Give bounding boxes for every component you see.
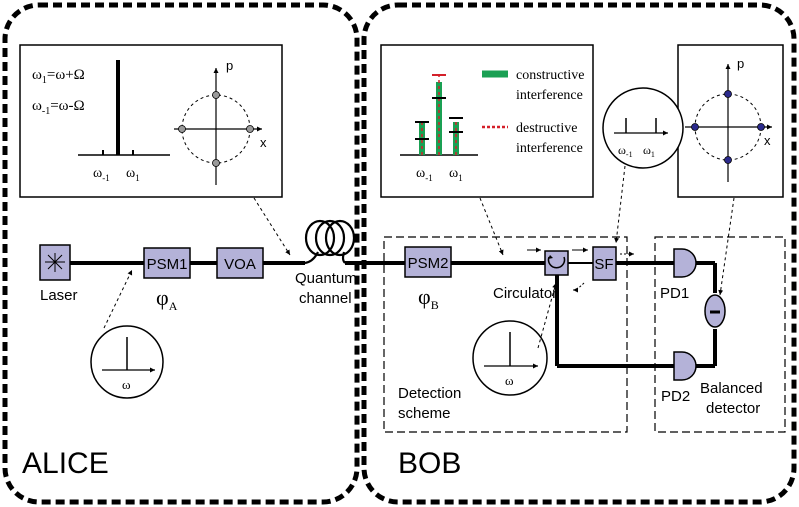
balanced-label-2: detector <box>706 400 760 417</box>
voa-label: VOA <box>224 256 256 273</box>
channel-label-2: channel <box>299 290 352 307</box>
sf-tick-right: ω1 <box>643 143 655 159</box>
alice-tick-right: ω1 <box>126 166 140 183</box>
bob-tick-left: ω-1 <box>416 166 433 183</box>
bob-inset: ω-1 ω1 constructive interference destruc… <box>380 44 594 198</box>
psm1-label: PSM1 <box>147 256 188 273</box>
psm2-label: PSM2 <box>408 255 449 272</box>
alice-title: ALICE <box>22 447 109 480</box>
detection-label-2: scheme <box>398 405 451 422</box>
bob-tick-right: ω1 <box>449 166 463 183</box>
alice-point-bottom <box>212 159 220 167</box>
psm1-component: PSM1 φA <box>143 247 191 313</box>
circulator-arrow-icon <box>547 256 566 269</box>
legend-constructive-2: interference <box>516 88 583 103</box>
bob-phase-inset: p x <box>677 44 784 198</box>
pd1-detector: PD1 <box>660 248 697 302</box>
alice-inset: ω1=ω+Ω ω-1=ω-Ω ω-1 ω1 p x <box>19 44 283 198</box>
alice-spectrum-omega: ω <box>122 377 131 392</box>
alice-eq2: ω-1=ω-Ω <box>32 98 85 117</box>
circulator-component: Circulator <box>493 247 588 302</box>
laser-source: Laser <box>39 244 78 304</box>
bob-title: BOB <box>398 447 461 480</box>
phi-a-label: φA <box>156 285 178 313</box>
bob-panel: BOB ω-1 ω1 constructive interfer <box>361 2 797 505</box>
optical-path: Quantum channel <box>70 219 717 368</box>
alice-spectrum-circle: ω <box>90 325 164 399</box>
detection-scheme-box <box>383 236 628 433</box>
laser-starburst-icon <box>45 253 65 272</box>
balanced-label-1: Balanced <box>700 380 763 397</box>
alice-point-right <box>246 125 254 133</box>
alice-point-top <box>212 91 220 99</box>
psm2-component: PSM2 φB <box>404 246 452 312</box>
bob-spectrum-omega: ω <box>505 373 514 388</box>
laser-label: Laser <box>40 287 78 304</box>
channel-label-1: Quantum <box>295 270 357 287</box>
bob-spectrum-circle: ω <box>472 320 548 396</box>
pd2-label: PD2 <box>661 388 690 405</box>
legend-destructive-1: destructive <box>516 121 577 136</box>
legend-destructive-2: interference <box>516 141 583 156</box>
alice-axis-x: x <box>260 135 267 150</box>
legend-constructive-1: constructive <box>516 68 584 83</box>
sf-component: SF <box>592 246 634 281</box>
balanced-detector-box <box>654 236 786 433</box>
pointer-arrows <box>103 165 735 349</box>
bob-point-left <box>691 123 699 131</box>
pd2-detector: PD2 <box>661 351 697 405</box>
pd1-label: PD1 <box>660 285 689 302</box>
voa-component: VOA <box>216 247 264 279</box>
alice-panel: ALICE ω1=ω+Ω ω-1=ω-Ω ω-1 ω1 p x <box>2 2 360 505</box>
alice-point-left <box>178 125 186 133</box>
alice-tick-left: ω-1 <box>93 166 110 183</box>
circulator-label: Circulator <box>493 285 557 302</box>
bob-axis-x: x <box>764 133 771 148</box>
sf-label: SF <box>594 256 613 273</box>
bob-point-bottom <box>724 156 732 164</box>
bob-axis-p: p <box>737 56 744 71</box>
subtractor <box>704 294 726 328</box>
sf-spectrum-circle: ω-1 ω1 <box>602 87 684 169</box>
detection-label-1: Detection <box>398 385 461 402</box>
phi-b-label: φB <box>418 284 439 312</box>
sf-tick-left: ω-1 <box>618 143 633 159</box>
alice-eq1: ω1=ω+Ω <box>32 67 85 86</box>
alice-axis-p: p <box>226 58 233 73</box>
bob-point-top <box>724 90 732 98</box>
fiber-spool-icon <box>304 219 356 265</box>
bob-point-right <box>757 123 765 131</box>
